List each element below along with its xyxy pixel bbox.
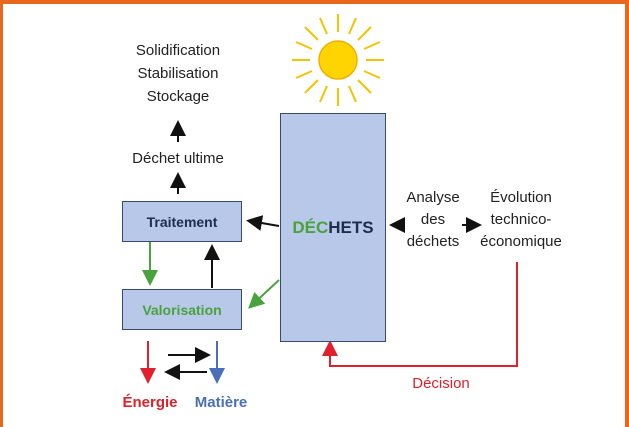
- analyse-line-1: Analyse: [406, 189, 460, 206]
- valorisation-label: Valorisation: [142, 301, 222, 318]
- energie-label: Énergie: [122, 394, 178, 411]
- dechets-label-dark: HETS: [328, 217, 374, 237]
- matiere-label: Matière: [194, 394, 248, 411]
- dechet-ultime-label: Déchet ultime: [132, 150, 224, 167]
- traitement-label: Traitement: [146, 213, 218, 230]
- analyse-line-3: déchets: [406, 233, 460, 250]
- dechets-box: DÉCHETS: [280, 113, 386, 342]
- stabilisation-label: Stabilisation: [137, 65, 219, 82]
- decision-label: Décision: [412, 375, 470, 392]
- evolution-line-2: technico-: [490, 211, 552, 228]
- solidification-label: Solidification: [135, 42, 221, 59]
- valorisation-box: Valorisation: [122, 289, 242, 330]
- dechets-label: DÉCHETS: [292, 218, 373, 238]
- dechets-label-green: DÉC: [292, 217, 329, 237]
- stockage-label: Stockage: [146, 88, 210, 105]
- evolution-line-1: Évolution: [490, 189, 552, 206]
- analyse-line-2: des: [420, 211, 446, 228]
- evolution-line-3: économique: [480, 233, 562, 250]
- sun-icon: [292, 14, 384, 106]
- traitement-box: Traitement: [122, 201, 242, 242]
